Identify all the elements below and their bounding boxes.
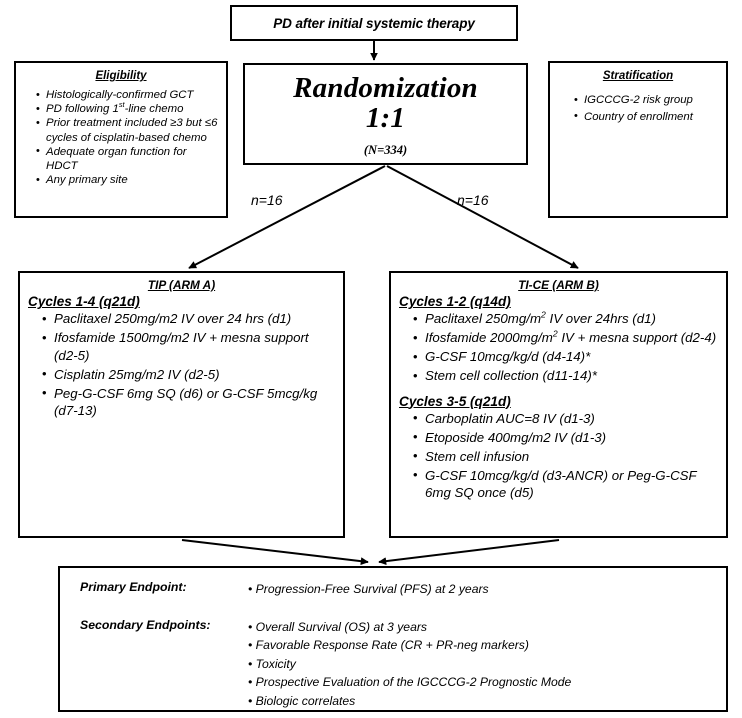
eligibility-list: Histologically-confirmed GCT PD followin… — [16, 87, 226, 187]
list-item: Ifosfamide 2000mg/m2 IV + mesna support … — [413, 329, 718, 347]
list-item: Peg-G-CSF 6mg SQ (d6) or G-CSF 5mcg/kg (… — [42, 384, 335, 420]
eligibility-box: Eligibility Histologically-confirmed GCT… — [14, 61, 228, 218]
arm-b-cycle2-list: Carboplatin AUC=8 IV (d1-3) Etoposide 40… — [391, 409, 726, 502]
list-item: • Progression-Free Survival (PFS) at 2 y… — [248, 582, 489, 596]
secondary-endpoints-items: • Overall Survival (OS) at 3 years • Fav… — [248, 618, 726, 711]
arm-b-title: TI-CE (ARM B) — [518, 278, 599, 292]
list-item: • Toxicity — [248, 656, 296, 671]
arm-b-cycle2-heading: Cycles 3-5 (q21d) — [399, 393, 511, 409]
list-item: G-CSF 10mcg/kg/d (d3-ANCR) or Peg-G-CSF … — [413, 466, 718, 502]
list-item: • Prospective Evaluation of the IGCCCG-2… — [248, 675, 572, 689]
list-item: Histologically-confirmed GCT — [36, 87, 220, 102]
list-item: Paclitaxel 250mg/m2 IV over 24hrs (d1) — [413, 310, 718, 328]
randomization-sample-size: (N=334) — [363, 143, 408, 157]
list-item: Stem cell infusion — [413, 447, 718, 466]
list-item: Adequate organ function for HDCT — [36, 144, 220, 173]
list-item: Etoposide 400mg/m2 IV (d1-3) — [413, 428, 718, 447]
list-item: Carboplatin AUC=8 IV (d1-3) — [413, 409, 718, 428]
list-item: Stem cell collection (d11-14)* — [413, 367, 718, 385]
randomization-title-line2: 1:1 — [365, 102, 406, 134]
list-item: Prior treatment included ≥3 but ≤6 cycle… — [36, 116, 220, 144]
arm-a-list: Paclitaxel 250mg/m2 IV over 24 hrs (d1) … — [20, 310, 343, 420]
primary-endpoint-row: Primary Endpoint: • Progression-Free Sur… — [60, 580, 726, 599]
list-item: Cisplatin 25mg/m2 IV (d2-5) — [42, 365, 335, 384]
arm-b-cycle1-heading: Cycles 1-2 (q14d) — [399, 294, 511, 309]
branch-label-right: n=16 — [457, 192, 489, 208]
primary-endpoint-items: • Progression-Free Survival (PFS) at 2 y… — [248, 580, 726, 599]
list-item: PD following 1st-line chemo — [36, 101, 220, 116]
list-item: Any primary site — [36, 173, 220, 187]
stratification-list: IGCCCG-2 risk group Country of enrollmen… — [550, 92, 726, 125]
list-item: • Overall Survival (OS) at 3 years — [248, 619, 428, 634]
arm-a-box: TIP (ARM A) Cycles 1-4 (q21d) Paclitaxel… — [18, 271, 345, 538]
list-item: Ifosfamide 1500mg/m2 IV + mesna support … — [42, 329, 335, 364]
secondary-endpoints-label: Secondary Endpoints: — [80, 617, 211, 632]
stratification-title: Stratification — [602, 70, 674, 82]
eligibility-title: Eligibility — [95, 70, 147, 82]
secondary-endpoints-row: Secondary Endpoints: • Overall Survival … — [60, 618, 726, 711]
stratification-box: Stratification IGCCCG-2 risk group Count… — [548, 61, 728, 218]
list-item: IGCCCG-2 risk group — [574, 92, 720, 109]
list-item: Paclitaxel 250mg/m2 IV over 24 hrs (d1) — [42, 310, 335, 328]
arm-b-box: TI-CE (ARM B) Cycles 1-2 (q14d) Paclitax… — [389, 271, 728, 538]
arm-a-title: TIP (ARM A) — [147, 278, 216, 292]
pd-after-initial-therapy-box: PD after initial systemic therapy — [230, 5, 518, 41]
randomization-title-line1: Randomization — [293, 72, 478, 104]
arm-a-cycle-heading: Cycles 1-4 (q21d) — [28, 294, 140, 309]
list-item: G-CSF 10mcg/kg/d (d4-14)* — [413, 348, 718, 366]
primary-endpoint-label: Primary Endpoint: — [80, 580, 187, 594]
list-item: • Favorable Response Rate (CR + PR-neg m… — [248, 638, 529, 652]
list-item: • Biologic correlates — [248, 693, 356, 708]
pd-label: PD after initial systemic therapy — [273, 15, 475, 31]
list-item: Country of enrollment — [574, 108, 720, 126]
randomization-box: Randomization 1:1 (N=334) — [243, 63, 528, 165]
endpoints-box: Primary Endpoint: • Progression-Free Sur… — [58, 566, 728, 712]
branch-label-left: n=16 — [251, 192, 283, 208]
arm-b-cycle1-list: Paclitaxel 250mg/m2 IV over 24hrs (d1) I… — [391, 310, 726, 385]
